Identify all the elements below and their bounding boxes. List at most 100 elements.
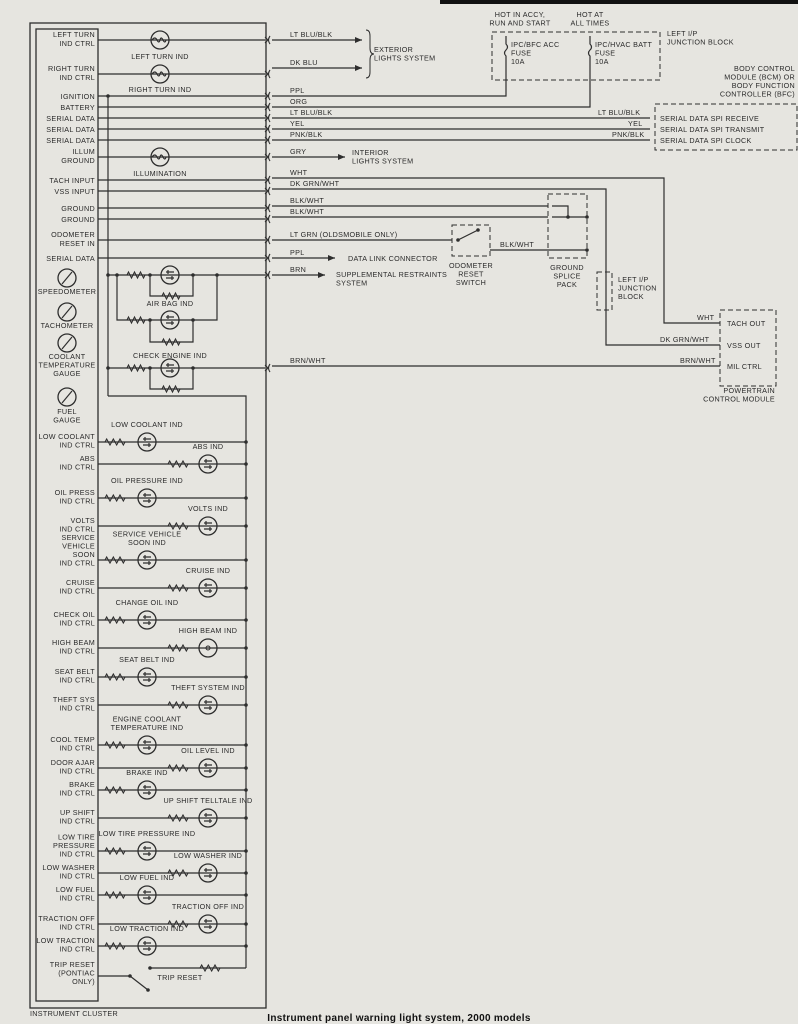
gauge-needle — [61, 390, 73, 404]
ground-splice-label: GROUND — [550, 263, 584, 272]
pin-label: RIGHT TURN — [48, 64, 95, 73]
indicator-ctrl-label: IND CTRL — [59, 872, 95, 881]
lamp-label: LEFT TURN IND — [131, 52, 189, 61]
led-glyph — [204, 583, 212, 593]
splice-dot — [244, 646, 248, 650]
bcm-title: BODY FUNCTION — [732, 81, 795, 90]
resistor-icon — [104, 890, 126, 900]
lamp-icon — [198, 914, 218, 934]
lamp-label: AIR BAG IND — [147, 299, 194, 308]
indicator-ctrl-label: HIGH BEAM — [52, 638, 95, 647]
connector-icon — [264, 135, 271, 145]
lamp-circle — [137, 885, 157, 905]
indicator-ctrl-label: BRAKE — [69, 780, 95, 789]
pin-label: ILLUM — [72, 147, 95, 156]
connector-icon — [264, 235, 271, 245]
fuse-block-box — [491, 31, 661, 81]
diagram-caption: Instrument panel warning light system, 2… — [267, 1013, 531, 1024]
pin-label: GROUND — [61, 204, 95, 213]
lamp-icon — [198, 454, 218, 474]
splice-dot — [244, 788, 248, 792]
bcm-title: CONTROLLER (BFC) — [720, 90, 795, 99]
indicator-ctrl-label: IND CTRL — [59, 817, 95, 826]
lamp-circle — [137, 667, 157, 687]
lamp-icon — [198, 516, 218, 536]
indicator-ctrl-label: SOON — [73, 550, 95, 559]
gauge-label: TACHOMETER — [41, 321, 94, 330]
bcm-pin-label: SERIAL DATA SPI TRANSMIT — [660, 125, 765, 134]
junction-block-label: LEFT I/P — [618, 275, 649, 284]
indicator-name: UP SHIFT TELLTALE IND — [163, 796, 252, 805]
splice-dot — [244, 618, 248, 622]
led-glyph — [143, 555, 151, 565]
lamp-icon — [198, 808, 218, 828]
wire-color-label: ORG — [290, 97, 307, 106]
fuse-block-title: LEFT I/P — [667, 29, 698, 38]
bcm-pin-label: SERIAL DATA SPI RECEIVE — [660, 114, 759, 123]
indicator-name: LOW FUEL IND — [120, 873, 174, 882]
resistor-icon — [104, 493, 126, 503]
lamp-circle — [150, 64, 170, 84]
lamp-circle — [137, 841, 157, 861]
splice-dot — [244, 524, 248, 528]
lamp-circle — [160, 265, 180, 285]
wire-color-label: BLK/WHT — [290, 207, 324, 216]
trip-reset-ctrl-label: ONLY) — [72, 977, 95, 986]
lamp-icon — [137, 885, 157, 905]
pcm-pin-label: TACH OUT — [727, 319, 766, 328]
lamp-icon — [137, 841, 157, 861]
lamp-icon — [160, 265, 180, 285]
resistor-icon — [167, 583, 189, 593]
splice-dot — [585, 215, 589, 219]
indicator-name: LOW TRACTION IND — [110, 924, 184, 933]
indicator-ctrl-label: PRESSURE — [53, 841, 95, 850]
gauge-label: SPEEDOMETER — [38, 287, 96, 296]
fuse-block-title: JUNCTION BLOCK — [667, 38, 734, 47]
connector-icon — [264, 69, 271, 79]
wire-color-label: WHT — [697, 313, 715, 322]
trip-reset-ctrl-label: (PONTIAC — [58, 969, 95, 978]
resistor-icon — [104, 615, 126, 625]
hot-label: ALL TIMES — [570, 19, 609, 28]
resistor-icon — [167, 868, 189, 878]
led-glyph — [166, 270, 174, 280]
lamp-icon — [137, 432, 157, 452]
brace — [365, 29, 375, 79]
splice-dot — [244, 496, 248, 500]
indicator-ctrl-label: TRACTION OFF — [38, 914, 95, 923]
resistor-icon — [126, 363, 146, 373]
indicator-bus — [108, 395, 247, 968]
splice-dot — [244, 586, 248, 590]
led-glyph — [143, 890, 151, 900]
lamp-circle — [198, 695, 218, 715]
lamp-icon — [198, 638, 218, 658]
pin-label: SERIAL DATA — [46, 136, 95, 145]
resistor-icon — [161, 337, 181, 347]
resistor-icon — [104, 740, 126, 750]
led-glyph — [204, 763, 212, 773]
lamp-circle — [137, 936, 157, 956]
wire — [272, 177, 720, 324]
indicator-name: HIGH BEAM IND — [179, 626, 238, 635]
pin-label: BATTERY — [60, 103, 95, 112]
bcm-box — [654, 103, 798, 151]
lamp-circle — [198, 454, 218, 474]
junction-block-label: BLOCK — [618, 292, 644, 301]
lamp-label: ILLUMINATION — [133, 169, 186, 178]
indicator-name: SEAT BELT IND — [119, 655, 175, 664]
pcm-pin-label: VSS OUT — [727, 341, 761, 350]
wire-color-label: GRY — [290, 147, 306, 156]
splice-dot — [148, 966, 152, 970]
lamp-circle — [137, 735, 157, 755]
indicator-name: BRAKE IND — [126, 768, 167, 777]
indicator-ctrl-label: IND CTRL — [59, 463, 95, 472]
splice-dot — [244, 558, 248, 562]
bcm-title: BODY CONTROL — [734, 64, 795, 73]
indicator-ctrl-label: LOW COOLANT — [39, 432, 96, 441]
indicator-ctrl-label: IND CTRL — [59, 789, 95, 798]
indicator-name: SERVICE VEHICLE — [113, 530, 182, 539]
pcm-pin-label: MIL CTRL — [727, 362, 762, 371]
splice-dot — [244, 743, 248, 747]
cluster-title: INSTRUMENT CLUSTER — [30, 1009, 118, 1018]
